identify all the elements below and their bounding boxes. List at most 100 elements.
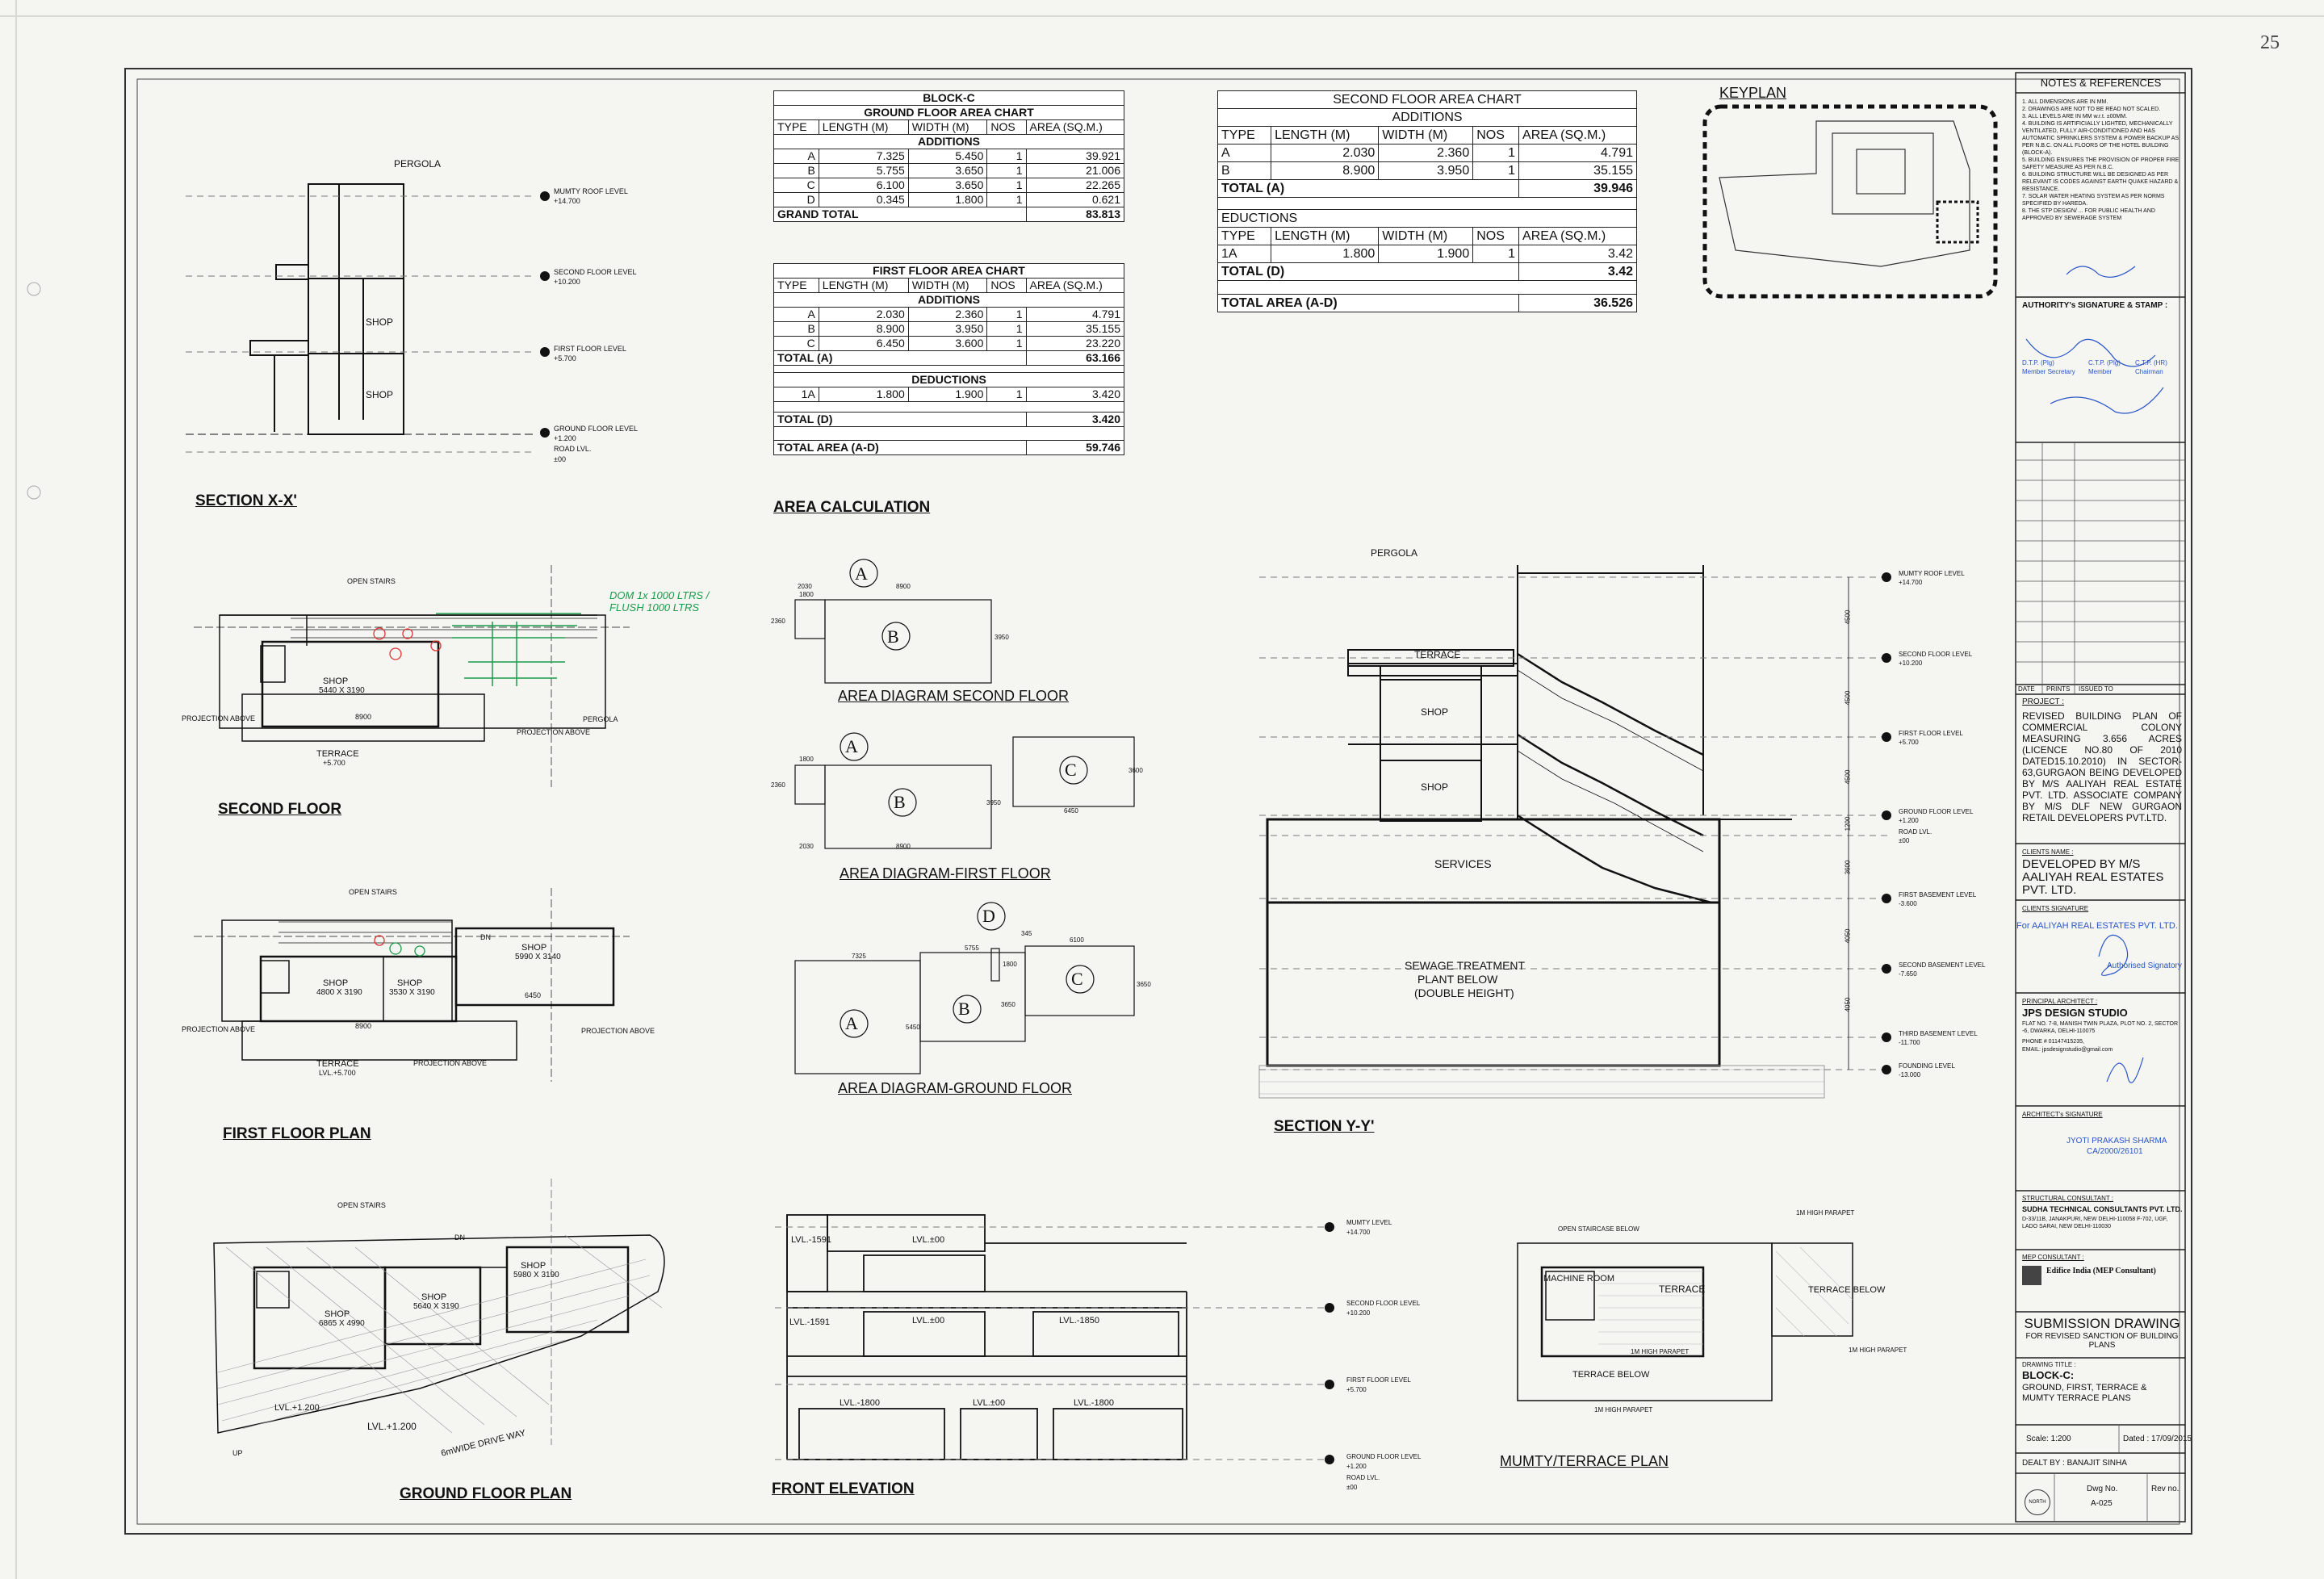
- level-name: SECOND FLOOR LEVEL: [1346, 1300, 1421, 1307]
- services-label: SERVICES: [1434, 857, 1492, 870]
- pergola-label: PERGOLA: [394, 158, 442, 170]
- dimension: 6450: [525, 991, 542, 999]
- level-value: +10.200: [554, 278, 580, 286]
- dimension: 8900: [896, 843, 911, 850]
- north-arrow-icon: NORTH: [2025, 1489, 2050, 1515]
- level-value: -7.650: [1899, 970, 1917, 978]
- col-header: AREA (SQ.M.): [1518, 227, 1637, 245]
- first-floor-title: FIRST FLOOR PLAN: [223, 1125, 371, 1142]
- level-value: ±00: [1899, 837, 1910, 844]
- principal-label: PRINCIPAL ARCHITECT :: [2022, 998, 2098, 1005]
- col-header: TYPE: [1216, 126, 1272, 144]
- col-header: NOS: [986, 278, 1027, 293]
- cell: A: [1216, 144, 1272, 162]
- shop-size: 4800 X 3190: [316, 988, 362, 997]
- drawing-title: BLOCK-C:: [2022, 1369, 2075, 1381]
- section-label: ADDITIONS: [773, 134, 1124, 149]
- level-value: +10.200: [1346, 1309, 1371, 1317]
- level-value: ±00: [554, 455, 566, 463]
- level-value: -13.000: [1899, 1071, 1921, 1078]
- level-value: ±00: [1346, 1484, 1358, 1491]
- section-yy-drawing: [1266, 565, 1792, 1067]
- cell: 1.800: [1271, 245, 1380, 263]
- principal-email: EMAIL: jpsdesignstudio@gmail.com: [2022, 1047, 2113, 1053]
- notes-list: 1. ALL DIMENSIONS ARE IN MM. 2. DRAWINGS…: [2022, 98, 2180, 222]
- shop-size: 5440 X 3190: [319, 686, 365, 695]
- dimension: 3950: [995, 634, 1009, 641]
- note-item: 2. DRAWINGS ARE NOT TO BE READ NOT SCALE…: [2022, 107, 2161, 112]
- principal-address: FLAT NO. 7-8, MANISH TWIN PLAZA, PLOT NO…: [2022, 1021, 2179, 1034]
- dealt-by: DEALT BY : BANAJIT SINHA: [2022, 1459, 2127, 1468]
- level-label: LVL.±00: [912, 1316, 945, 1326]
- level-label: LVL.±00: [912, 1235, 945, 1245]
- cell: 3.42: [1518, 245, 1637, 263]
- principal-phone: PHONE # 01147415235,: [2022, 1039, 2084, 1045]
- cell: 5.450: [907, 149, 988, 164]
- shop-label: SHOP: [421, 1292, 447, 1302]
- col-header: LENGTH (M): [818, 119, 909, 135]
- level-value: +1.200: [554, 434, 576, 442]
- shop-label: SHOP: [1421, 706, 1449, 718]
- cell: 0.345: [818, 192, 909, 207]
- dimension: 2360: [771, 618, 785, 625]
- level-label: LVL.±00: [973, 1398, 1006, 1408]
- title-block-frame: [2015, 72, 2186, 1522]
- level-value: +10.200: [1899, 660, 1923, 667]
- signatory: Chairman: [2135, 368, 2163, 375]
- dimension: 6450: [1064, 807, 1078, 815]
- dimension: 4500: [1844, 690, 1852, 706]
- col-header: TYPE: [773, 278, 819, 293]
- area-diagram-ground-drawing: [794, 902, 1135, 1074]
- cell: 2.360: [907, 307, 988, 322]
- pergola-label: PERGOLA: [583, 715, 618, 723]
- notes-title: NOTES & REFERENCES: [2040, 77, 2162, 89]
- dimension: 1800: [799, 591, 814, 598]
- shop-label: SHOP: [366, 316, 394, 328]
- level-name: ROAD LVL.: [1346, 1474, 1380, 1481]
- cell: 1: [986, 387, 1027, 402]
- total-value: 3.420: [1025, 412, 1125, 427]
- dimension: 2030: [799, 843, 814, 850]
- dwg-no: A-025: [2091, 1499, 2113, 1508]
- area-calc-title: AREA CALCULATION: [773, 499, 931, 516]
- col-header: LENGTH (M): [1271, 227, 1380, 245]
- authority-label: AUTHORITY's SIGNATURE & STAMP :: [2022, 301, 2168, 310]
- level-name: ROAD LVL.: [554, 445, 592, 453]
- ground-floor-area-chart: BLOCK-C GROUND FLOOR AREA CHART TYPE LEN…: [773, 90, 1125, 222]
- cell: 1A: [773, 387, 819, 402]
- terrace-below-label: TERRACE BELOW: [1572, 1370, 1650, 1380]
- terrace-label: TERRACE: [316, 1059, 359, 1069]
- total-value: 63.166: [1025, 350, 1125, 366]
- col-header: LENGTH (M): [818, 278, 909, 293]
- level-value: +5.700: [554, 354, 576, 362]
- terrace-level: +5.700: [323, 759, 345, 767]
- dimension: 4500: [1844, 609, 1852, 625]
- dimension: 4050: [1844, 997, 1852, 1012]
- level-value: +14.700: [554, 197, 580, 205]
- block-title: BLOCK-C: [773, 90, 1124, 106]
- cell: 35.155: [1518, 161, 1637, 180]
- cell: 3.420: [1025, 387, 1125, 402]
- spacer: [773, 365, 1124, 373]
- ground-floor-title: GROUND FLOOR PLAN: [400, 1485, 572, 1502]
- terrace-label: TERRACE: [1414, 649, 1461, 660]
- pergola-label: PERGOLA: [1371, 547, 1418, 559]
- col-header: AREA (SQ.M.): [1025, 119, 1125, 135]
- section-label: ADDITIONS: [773, 292, 1124, 308]
- spacer: [773, 426, 1124, 441]
- shop-label: SHOP: [521, 943, 547, 953]
- level-name: SECOND BASEMENT LEVEL: [1899, 961, 1986, 969]
- section-label: ADDITIONS: [1217, 108, 1637, 127]
- cell: 3.650: [907, 178, 988, 193]
- cell: 2.030: [818, 307, 909, 322]
- shop-size: 3530 X 3190: [389, 988, 435, 997]
- dwg-no-label: Dwg No.: [2087, 1485, 2118, 1493]
- sheet-number: 25: [2260, 32, 2280, 53]
- area-label-c: C: [1065, 760, 1077, 780]
- architect-reg: CA/2000/26101: [2087, 1147, 2143, 1156]
- parapet-label: 1M HIGH PARAPET: [1594, 1406, 1653, 1414]
- level-name: GROUND FLOOR LEVEL: [1899, 808, 1974, 815]
